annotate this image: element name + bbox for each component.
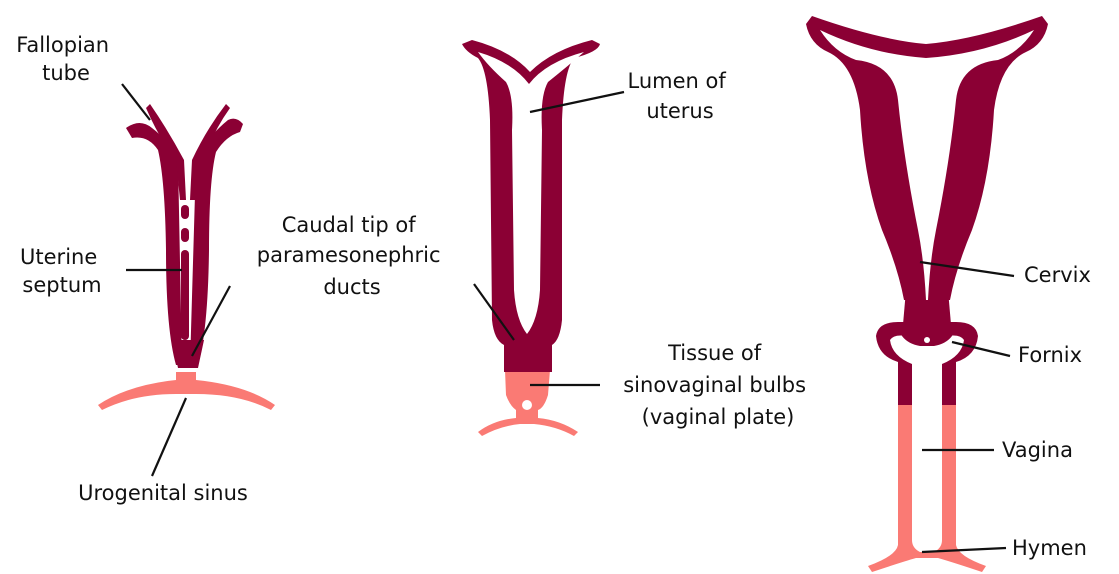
urogenital-sinus-shape — [98, 372, 275, 410]
label-uterine-septum: Uterine septum — [20, 245, 104, 297]
leader-urogenital-sinus — [152, 398, 186, 476]
vagina-shape — [868, 405, 986, 572]
label-cervix: Cervix — [1024, 263, 1091, 287]
sinovaginal-lumen — [522, 400, 532, 410]
stage-3-adult-uterus — [806, 16, 1048, 572]
label-hymen: Hymen — [1012, 536, 1087, 560]
label-sinovaginal-tissue: Tissue of sinovaginal bulbs (vaginal pla… — [623, 341, 813, 429]
leader-fallopian-tube — [122, 84, 150, 120]
uterine-septum-segment — [181, 250, 189, 340]
stage-1-left-duct — [126, 123, 182, 365]
external-os — [924, 337, 930, 343]
stage-2-uterus-forming — [462, 40, 600, 436]
leader-hymen — [922, 548, 1006, 552]
label-caudal-tip: Caudal tip of paramesonephric ducts — [257, 213, 447, 299]
label-vagina: Vagina — [1002, 438, 1073, 462]
uterine-septum-segment — [181, 205, 189, 219]
label-lumen-of-uterus: Lumen of uterus — [628, 69, 733, 123]
label-urogenital-sinus: Urogenital sinus — [78, 481, 248, 505]
label-fallopian-tube: Fallopian tube — [16, 33, 116, 85]
uterine-septum-segment — [181, 228, 189, 242]
label-fornix: Fornix — [1018, 343, 1082, 367]
stage-1-fused-ducts — [98, 104, 275, 410]
